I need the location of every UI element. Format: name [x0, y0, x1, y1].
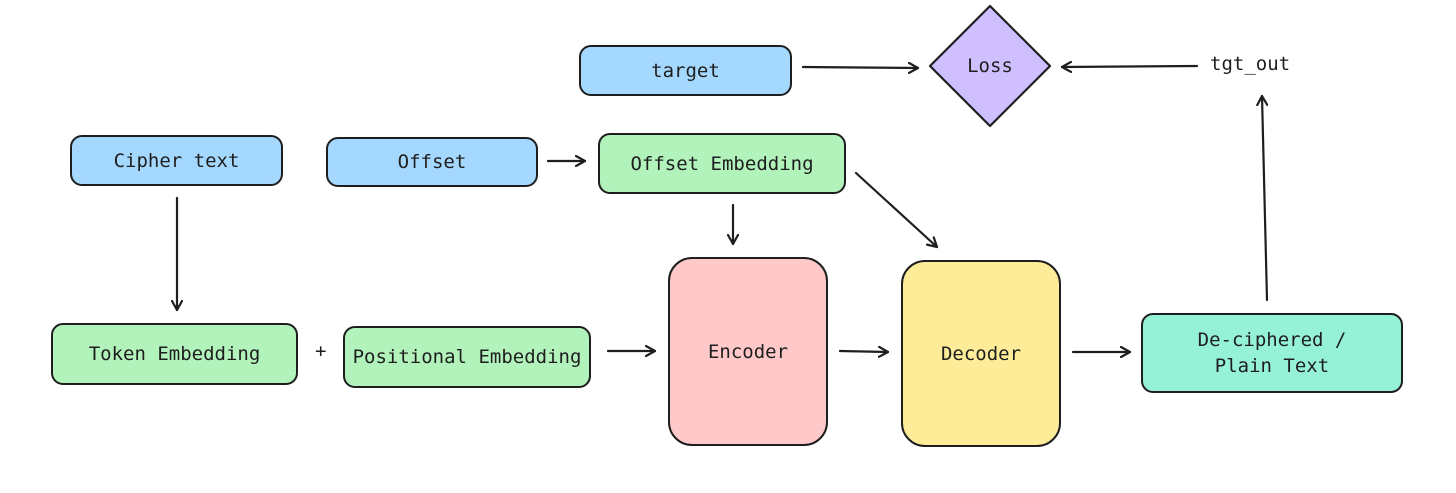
arrow-target-to-loss	[801, 67, 920, 68]
tgt-out-label: tgt_out	[1210, 53, 1291, 75]
arrow-output-to-tgtout	[1262, 94, 1267, 302]
cipher-text-node: Cipher text	[70, 135, 283, 186]
token-embedding-node: Token Embedding	[51, 323, 298, 385]
offset-node: Offset	[326, 137, 538, 187]
decoder-node: Decoder	[901, 260, 1061, 447]
output-node: De-ciphered / Plain Text	[1141, 313, 1403, 393]
arrow-encoder-to-decoder	[838, 351, 890, 352]
loss-label: Loss	[967, 55, 1013, 77]
positional-embedding-node: Positional Embedding	[343, 326, 591, 388]
loss-diamond	[928, 4, 1052, 128]
encoder-node: Encoder	[668, 257, 828, 446]
offset-embedding-node: Offset Embedding	[598, 133, 846, 194]
plus-operator: +	[315, 340, 327, 362]
arrow-tgtout-to-loss	[1060, 66, 1199, 67]
target-node: target	[579, 45, 792, 96]
arrow-offset-embedding-to-decoder	[854, 171, 939, 249]
